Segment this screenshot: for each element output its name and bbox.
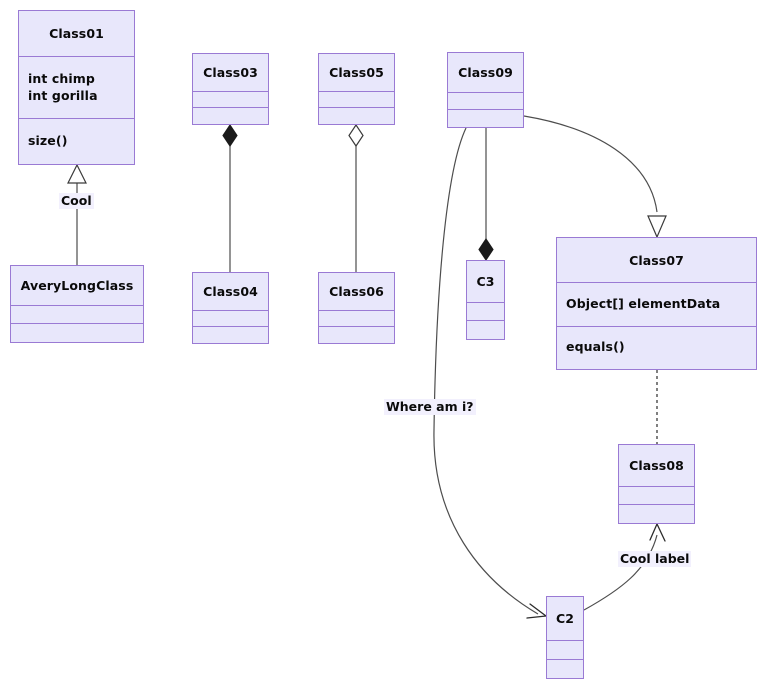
edge-label-where-am-i: Where am i? [384, 399, 476, 415]
class-methods-class09 [448, 109, 523, 127]
edge-class09-to-class07 [523, 115, 667, 239]
class-attributes-class04 [193, 309, 268, 327]
class-box-class04[interactable]: Class04 [192, 272, 269, 344]
class-box-c2[interactable]: C2 [546, 596, 584, 679]
open-arrow-marker [526, 603, 547, 619]
class-methods-averylongclass [11, 323, 143, 342]
method-item: size() [28, 132, 68, 148]
edge-label-cool: Cool [59, 193, 94, 209]
edge-label-cool-label: Cool label [618, 551, 692, 567]
class-name-averylongclass: AveryLongClass [20, 277, 134, 293]
class-name-class09: Class09 [458, 64, 513, 80]
class-methods-class04 [193, 326, 268, 343]
class-attributes-class07: Object[] elementData [557, 282, 756, 325]
edge-class09-to-c2 [433, 127, 547, 619]
class-attributes-class05 [319, 90, 394, 108]
class-name-c2: C2 [555, 611, 575, 627]
class-attributes-class06 [319, 309, 394, 327]
class-methods-class08 [619, 504, 694, 523]
class-methods-class01: size() [19, 117, 134, 164]
class-name-class04: Class04 [203, 283, 258, 299]
class-box-class01[interactable]: Class01 int chimp int gorilla size() [18, 10, 135, 165]
class-attributes-class03 [193, 90, 268, 108]
class-name-c3: C3 [476, 273, 495, 289]
class-attributes-c3 [467, 301, 504, 321]
class-name-class08: Class08 [629, 457, 684, 473]
class-name-class03: Class03 [203, 64, 258, 80]
class-attributes-averylongclass [11, 304, 143, 324]
class-name-class05: Class05 [329, 64, 384, 80]
method-item: equals() [566, 339, 625, 355]
class-box-class03[interactable]: Class03 [192, 53, 269, 125]
class-box-averylongclass[interactable]: AveryLongClass [10, 265, 144, 343]
hollow-diamond-marker [348, 123, 364, 148]
class-attributes-c2 [547, 640, 583, 659]
class-box-class09[interactable]: Class09 [447, 52, 524, 128]
class-methods-c2 [547, 659, 583, 678]
edge-averylongclass-to-class01 [67, 163, 87, 265]
attribute-item: int gorilla [28, 87, 98, 103]
hollow-triangle-marker [67, 163, 87, 184]
class-box-class05[interactable]: Class05 [318, 53, 395, 125]
edge-class09-to-c3 [478, 128, 494, 261]
class-methods-c3 [467, 320, 504, 339]
attribute-item: Object[] elementData [566, 296, 721, 312]
attribute-item: int chimp [28, 70, 95, 86]
edge-c2-to-class08 [583, 523, 666, 611]
edge-class04-to-class03 [222, 124, 238, 272]
hollow-triangle-marker [647, 215, 667, 239]
filled-diamond-marker [222, 124, 238, 147]
class-attributes-class08 [619, 485, 694, 505]
class-name-class01: Class01 [49, 26, 104, 42]
class-methods-class07: equals() [557, 325, 756, 369]
class-methods-class05 [319, 107, 394, 124]
class-box-class06[interactable]: Class06 [318, 272, 395, 344]
class-attributes-class09 [448, 91, 523, 110]
class-name-class07: Class07 [629, 252, 684, 268]
class-methods-class06 [319, 326, 394, 343]
open-arrow-marker [649, 523, 666, 542]
class-name-class06: Class06 [329, 283, 384, 299]
class-box-class07[interactable]: Class07 Object[] elementData equals() [556, 237, 757, 370]
class-attributes-class01: int chimp int gorilla [19, 56, 134, 117]
class-methods-class03 [193, 107, 268, 124]
filled-diamond-marker [478, 238, 494, 261]
class-box-c3[interactable]: C3 [466, 260, 505, 340]
class-box-class08[interactable]: Class08 [618, 444, 695, 524]
edge-class06-to-class05 [348, 123, 364, 272]
